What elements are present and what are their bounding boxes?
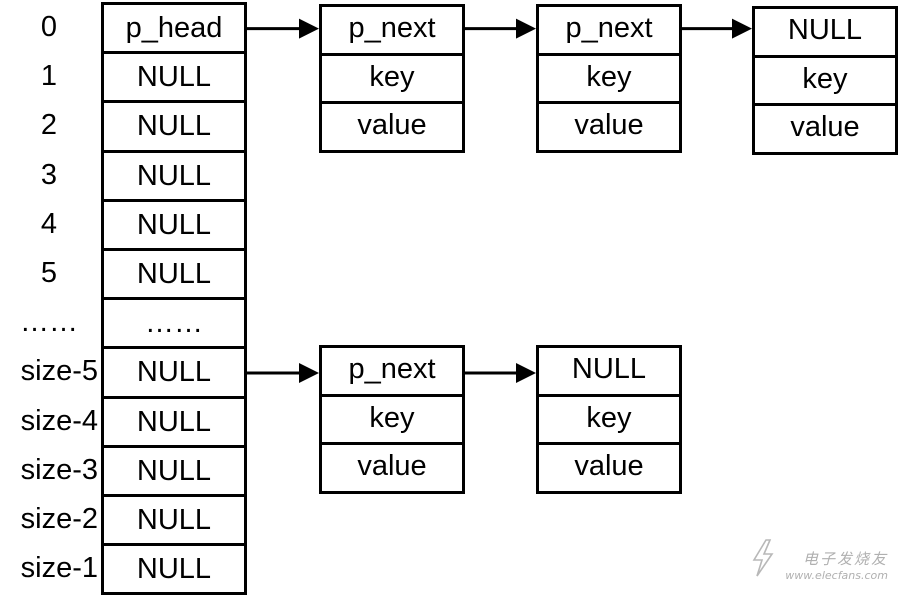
arrow-head-icon — [516, 363, 536, 383]
array-slot: …… — [101, 297, 247, 350]
array-index-label: size-5 — [20, 355, 98, 388]
watermark-url: www.elecfans.com — [785, 569, 888, 582]
watermark-text-cn: 电子发烧友 — [802, 550, 888, 568]
array-index-label: size-2 — [20, 503, 98, 535]
array-slot: NULL — [101, 543, 247, 595]
node-field: value — [752, 103, 898, 155]
array-index-label: …… — [20, 306, 78, 339]
node-field: p_next — [319, 4, 465, 56]
array-slot: NULL — [101, 395, 247, 448]
array-index-label: size-4 — [20, 404, 98, 437]
array-index-label: 3 — [40, 158, 58, 191]
array-index-label: 5 — [40, 257, 58, 289]
arrow-head-icon — [299, 363, 319, 383]
array-slot: p_head — [101, 2, 247, 55]
arrow-head-icon — [732, 18, 752, 39]
array-slot: NULL — [101, 51, 247, 104]
array-slot: NULL — [101, 198, 247, 251]
array-index-label: 4 — [40, 207, 58, 240]
array-index-label: 2 — [40, 109, 58, 142]
node-field: value — [536, 442, 682, 494]
node-field: NULL — [752, 6, 898, 58]
lightning-logo-icon — [752, 539, 774, 577]
node-field: p_next — [319, 345, 465, 397]
node-field: NULL — [536, 345, 682, 397]
node-field: key — [536, 52, 682, 104]
node-field: value — [536, 101, 682, 153]
array-slot: NULL — [101, 149, 247, 202]
array-slot: NULL — [101, 346, 247, 399]
array-index-label: size-3 — [20, 453, 98, 486]
array-index-label: 1 — [40, 60, 58, 93]
node-field: value — [319, 442, 465, 494]
node-field: p_next — [536, 4, 682, 56]
array-slot: NULL — [101, 100, 247, 153]
arrow-head-icon — [299, 18, 319, 39]
array-index-label: size-1 — [20, 552, 98, 585]
node-field: key — [319, 393, 465, 446]
node-field: key — [536, 393, 682, 446]
array-slot: NULL — [101, 248, 247, 301]
watermark: 电子发烧友 www.elecfans.com — [785, 548, 888, 582]
node-field: key — [319, 52, 465, 104]
node-field: value — [319, 101, 465, 153]
node-field: key — [752, 54, 898, 106]
array-index-label: 0 — [40, 11, 58, 43]
array-slot: NULL — [101, 444, 247, 497]
array-slot: NULL — [101, 494, 247, 547]
arrow-head-icon — [516, 18, 536, 39]
